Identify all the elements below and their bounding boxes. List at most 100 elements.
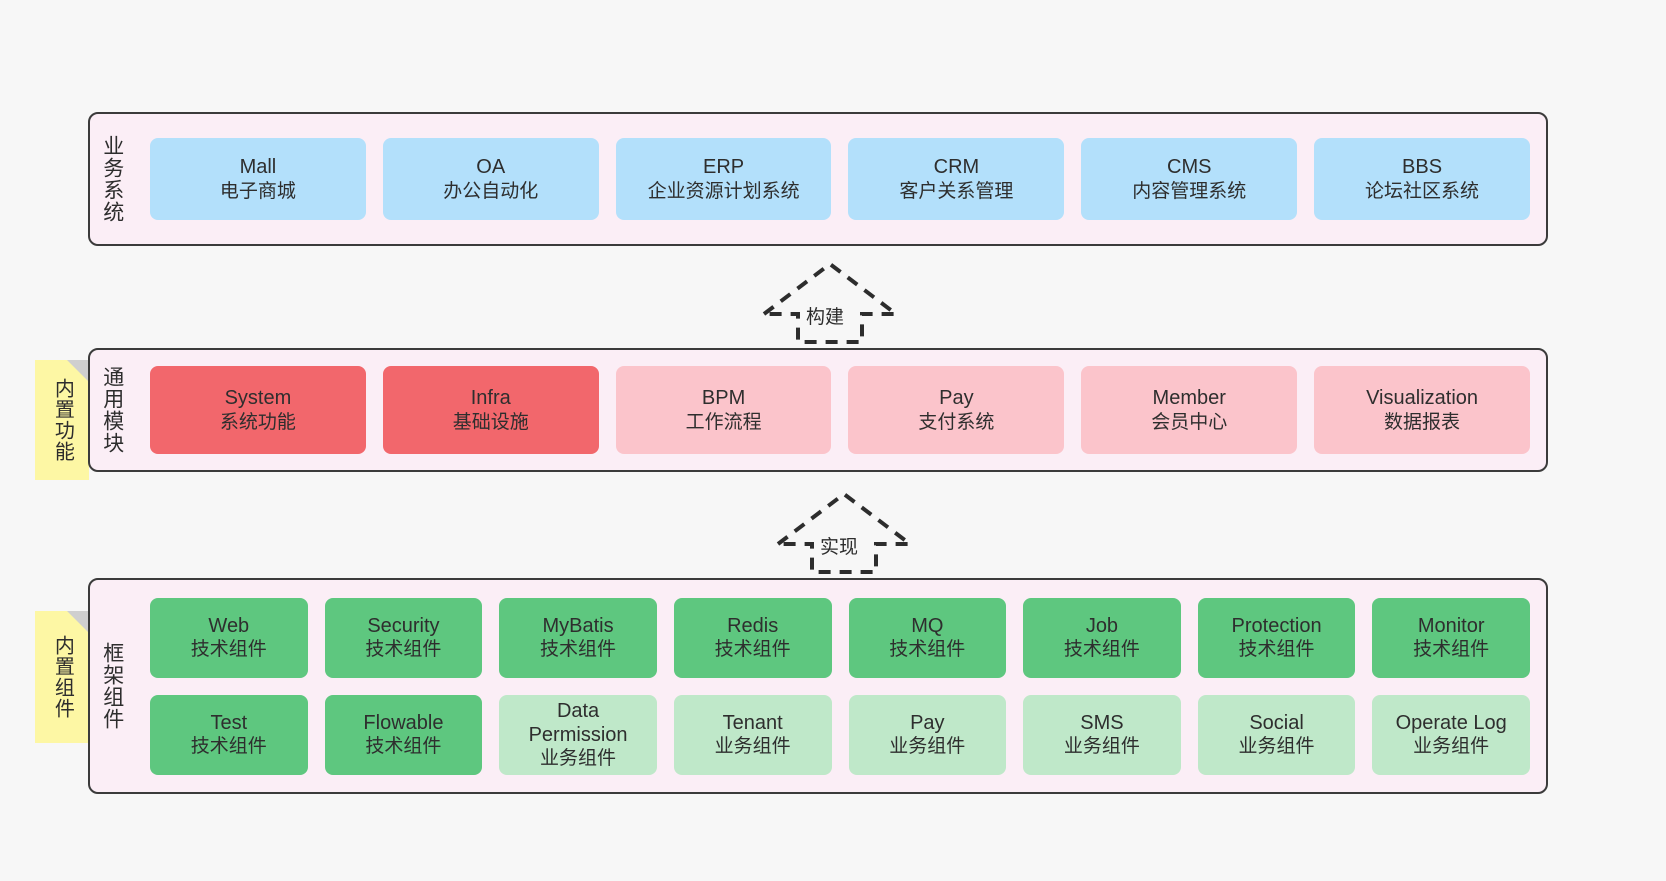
arrow-build: 构建: [756, 258, 904, 346]
card-subtitle: 业务组件: [1238, 736, 1315, 758]
card-subtitle: 内容管理系统: [1132, 180, 1247, 202]
card-title: Web: [208, 614, 250, 637]
card-subtitle: 技术组件: [365, 639, 442, 661]
card-subtitle: 技术组件: [540, 639, 617, 661]
card-web[interactable]: Web 技术组件: [150, 597, 308, 678]
card-title: Monitor: [1417, 614, 1485, 637]
card-subtitle: 技术组件: [190, 736, 267, 758]
card-bbs[interactable]: BBS 论坛社区系统: [1314, 138, 1530, 220]
layer-body-modules: System 系统功能 Infra 基础设施 BPM 工作流程 Pay 支付系统…: [134, 350, 1546, 470]
card-subtitle: 技术组件: [1413, 639, 1490, 661]
card-title: Operate Log: [1395, 711, 1507, 734]
card-title: Security: [367, 614, 440, 637]
card-subtitle: 基础设施: [452, 411, 529, 433]
card-row: Test 技术组件 Flowable 技术组件 Data Permission …: [150, 694, 1530, 775]
card-subtitle: 业务组件: [1063, 736, 1140, 758]
card-subtitle: 企业资源计划系统: [647, 180, 800, 202]
card-subtitle: 业务组件: [1413, 736, 1490, 758]
layer-framework-components: 框架组件 Web 技术组件 Security 技术组件 MyBatis 技术组件…: [88, 578, 1548, 794]
note-builtin-component: 内置组件: [35, 611, 89, 743]
card-title: Flowable: [363, 711, 444, 734]
card-title: Visualization: [1366, 387, 1479, 410]
card-title: Pay: [910, 711, 945, 734]
card-protection[interactable]: Protection 技术组件: [1197, 597, 1356, 678]
card-title: CMS: [1167, 156, 1212, 179]
arrow-build-glyph: [758, 261, 902, 344]
card-title: Test: [210, 711, 248, 734]
card-crm[interactable]: CRM 客户关系管理: [848, 138, 1065, 220]
card-operate-log[interactable]: Operate Log 业务组件: [1372, 694, 1530, 775]
card-subtitle: 会员中心: [1151, 411, 1228, 433]
card-subtitle: 技术组件: [889, 639, 966, 661]
card-title: BPM: [701, 387, 746, 410]
card-mall[interactable]: Mall 电子商城: [150, 138, 366, 220]
card-subtitle: 电子商城: [219, 180, 296, 202]
card-title: Redis: [727, 614, 779, 637]
card-member[interactable]: Member 会员中心: [1081, 366, 1298, 454]
card-mq[interactable]: MQ 技术组件: [848, 597, 1007, 678]
card-subtitle: 办公自动化: [443, 180, 539, 202]
card-job[interactable]: Job 技术组件: [1023, 597, 1181, 678]
layer-title-business: 业务系统: [100, 135, 124, 223]
card-social[interactable]: Social 业务组件: [1197, 694, 1356, 775]
layer-title-modules: 通用模块: [100, 366, 124, 454]
card-title: Member: [1152, 387, 1226, 410]
card-oa[interactable]: OA 办公自动化: [382, 138, 599, 220]
card-pay-module[interactable]: Pay 支付系统: [848, 366, 1065, 454]
card-title: MyBatis: [542, 614, 614, 637]
card-row: Web 技术组件 Security 技术组件 MyBatis 技术组件 Redi…: [150, 597, 1530, 678]
arrow-implement-label: 实现: [820, 537, 859, 558]
card-data-permission[interactable]: Data Permission 业务组件: [499, 694, 657, 775]
card-subtitle: 支付系统: [918, 411, 995, 433]
card-title: Data Permission: [528, 699, 628, 746]
card-subtitle: 业务组件: [889, 736, 966, 758]
card-title: Job: [1085, 614, 1119, 637]
card-subtitle: 业务组件: [540, 748, 617, 770]
card-mybatis[interactable]: MyBatis 技术组件: [499, 597, 657, 678]
card-subtitle: 技术组件: [1063, 639, 1140, 661]
card-infra[interactable]: Infra 基础设施: [382, 366, 599, 454]
layer-body-framework: Web 技术组件 Security 技术组件 MyBatis 技术组件 Redi…: [134, 580, 1546, 792]
card-subtitle: 论坛社区系统: [1365, 180, 1480, 202]
card-title: Social: [1249, 711, 1304, 734]
card-subtitle: 技术组件: [1238, 639, 1315, 661]
card-subtitle: 技术组件: [714, 639, 791, 661]
card-title: MQ: [911, 614, 944, 637]
card-system[interactable]: System 系统功能: [150, 366, 366, 454]
card-subtitle: 业务组件: [714, 736, 791, 758]
card-subtitle: 技术组件: [365, 736, 442, 758]
layer-common-modules: 通用模块 System 系统功能 Infra 基础设施 BPM 工作流程 Pay…: [88, 348, 1548, 472]
card-title: Mall: [239, 156, 277, 179]
layer-body-business: Mall 电子商城 OA 办公自动化 ERP 企业资源计划系统 CRM 客户关系…: [134, 114, 1546, 244]
card-bpm[interactable]: BPM 工作流程: [615, 366, 832, 454]
card-subtitle: 系统功能: [219, 411, 296, 433]
card-title: CRM: [933, 156, 980, 179]
card-title: BBS: [1402, 156, 1443, 179]
card-cms[interactable]: CMS 内容管理系统: [1081, 138, 1298, 220]
card-subtitle: 技术组件: [190, 639, 267, 661]
card-title: ERP: [703, 156, 745, 179]
card-title: Protection: [1231, 614, 1322, 637]
arrow-implement-glyph: [772, 491, 916, 574]
card-pay-component[interactable]: Pay 业务组件: [848, 694, 1007, 775]
card-test[interactable]: Test 技术组件: [150, 694, 308, 775]
card-title: Pay: [939, 387, 974, 410]
card-subtitle: 工作流程: [685, 411, 762, 433]
card-visualization[interactable]: Visualization 数据报表: [1314, 366, 1530, 454]
card-title: System: [224, 387, 292, 410]
card-flowable[interactable]: Flowable 技术组件: [324, 694, 483, 775]
card-title: OA: [476, 156, 506, 179]
card-title: SMS: [1080, 711, 1124, 734]
card-tenant[interactable]: Tenant 业务组件: [673, 694, 832, 775]
card-redis[interactable]: Redis 技术组件: [673, 597, 832, 678]
card-sms[interactable]: SMS 业务组件: [1023, 694, 1181, 775]
card-title: Tenant: [722, 711, 783, 734]
card-monitor[interactable]: Monitor 技术组件: [1372, 597, 1530, 678]
card-row: Mall 电子商城 OA 办公自动化 ERP 企业资源计划系统 CRM 客户关系…: [150, 138, 1530, 220]
layer-business-system: 业务系统 Mall 电子商城 OA 办公自动化 ERP 企业资源计划系统 CRM…: [88, 112, 1548, 246]
note-builtin-function: 内置功能: [35, 360, 89, 480]
card-subtitle: 数据报表: [1384, 411, 1461, 433]
card-erp[interactable]: ERP 企业资源计划系统: [615, 138, 832, 220]
card-security[interactable]: Security 技术组件: [324, 597, 483, 678]
